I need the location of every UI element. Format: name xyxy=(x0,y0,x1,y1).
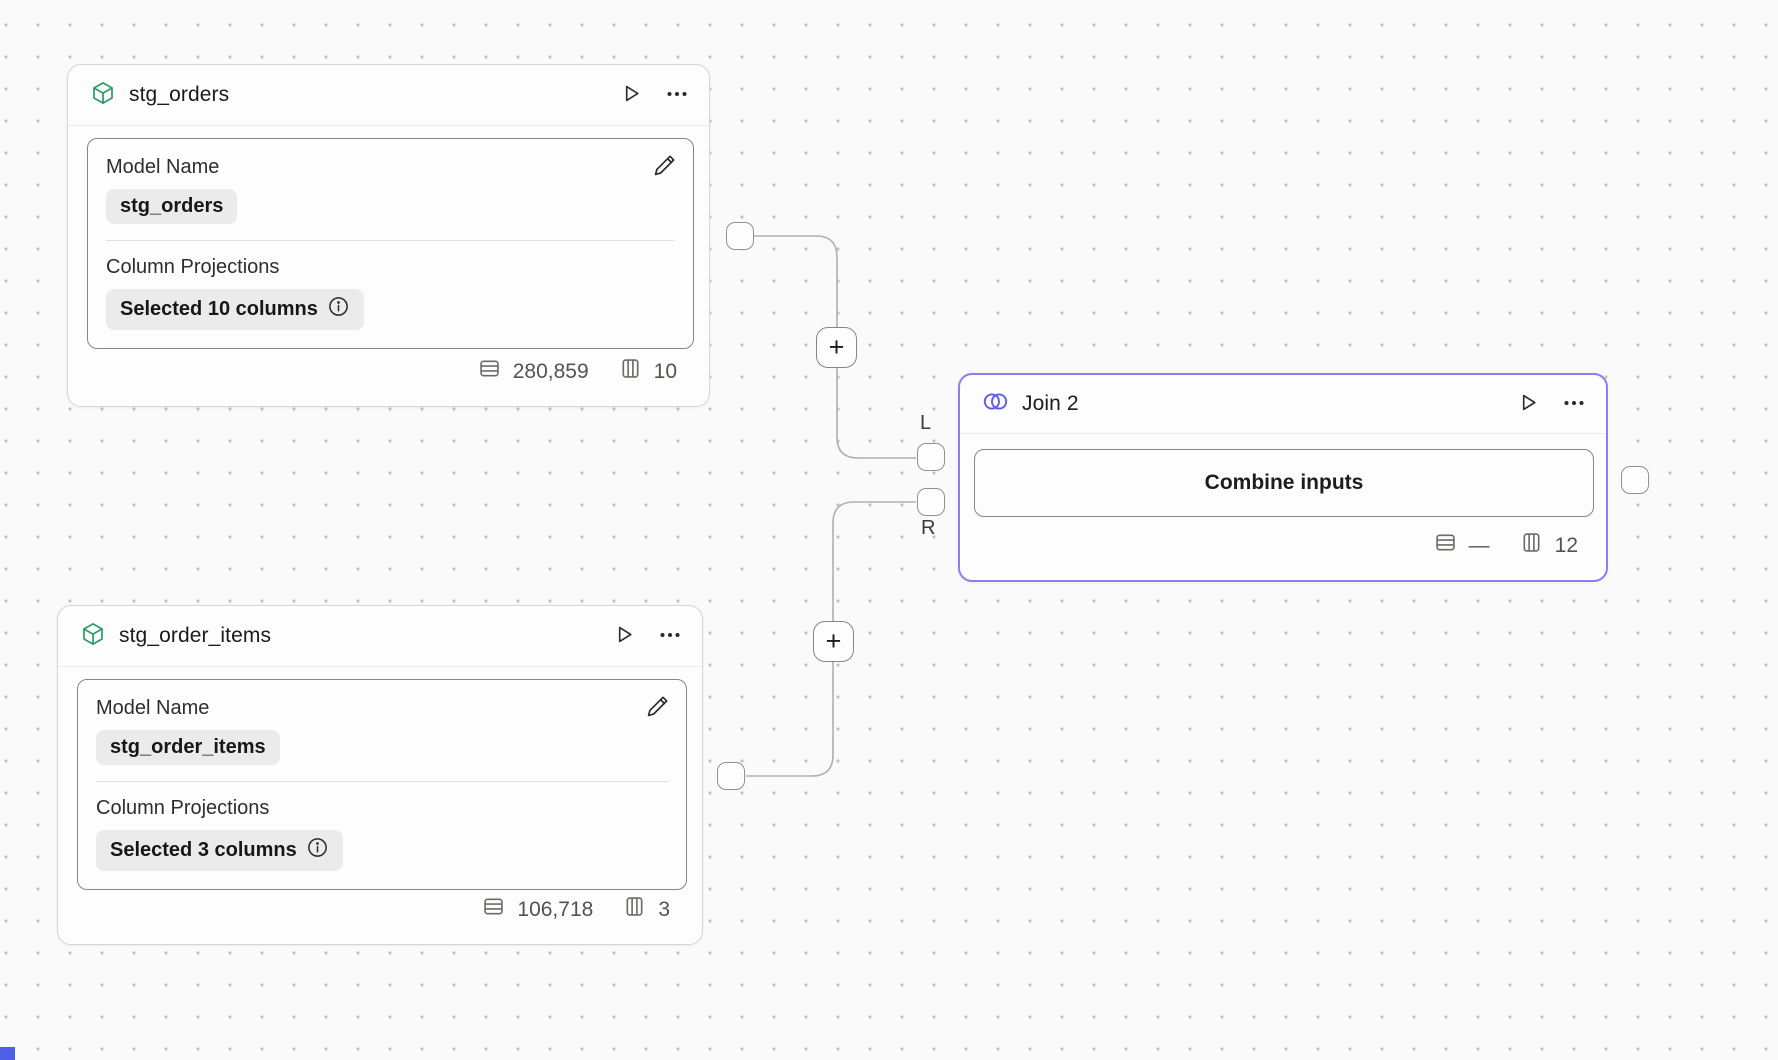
column-count-value: 3 xyxy=(658,897,670,921)
rows-icon xyxy=(478,357,501,386)
row-count-value: — xyxy=(1468,533,1490,557)
column-count-stat: 12 xyxy=(1520,531,1578,560)
row-count-stat: 106,718 xyxy=(482,895,593,924)
plus-icon: + xyxy=(828,332,845,362)
add-step-on-edge-button[interactable]: + xyxy=(813,621,854,662)
cube-icon xyxy=(80,621,106,652)
node-footer: — 12 xyxy=(960,517,1606,580)
pencil-icon xyxy=(652,153,677,181)
columns-icon xyxy=(623,895,646,924)
ellipsis-icon xyxy=(658,623,682,650)
bottom-left-panel-corner xyxy=(0,1047,15,1060)
row-count-value: 106,718 xyxy=(517,897,594,921)
column-count-stat: 10 xyxy=(619,357,677,386)
node-header: Join 2 xyxy=(960,375,1606,434)
column-count-stat: 3 xyxy=(623,895,670,924)
node-config-card: Model Name stg_order_items Column Projec… xyxy=(77,679,687,890)
column-projections-label: Column Projections xyxy=(106,256,280,278)
info-icon[interactable] xyxy=(327,295,350,324)
combine-inputs-button[interactable]: Combine inputs xyxy=(974,449,1594,517)
row-count-stat: 280,859 xyxy=(478,357,589,386)
columns-icon xyxy=(619,357,642,386)
columns-icon xyxy=(1520,531,1543,560)
column-projections-badge[interactable]: Selected 3 columns xyxy=(96,830,343,871)
more-options-button[interactable] xyxy=(665,82,689,109)
node-join-2[interactable]: Join 2 Combine inputs xyxy=(958,373,1608,582)
model-name-label: Model Name xyxy=(96,697,210,719)
info-icon[interactable] xyxy=(306,836,329,865)
ellipsis-icon xyxy=(665,82,689,109)
node-footer: 280,859 10 xyxy=(68,343,709,406)
column-projections-badge[interactable]: Selected 10 columns xyxy=(106,289,364,330)
model-name-value-badge: stg_order_items xyxy=(96,730,280,765)
join-icon xyxy=(982,388,1009,420)
more-options-button[interactable] xyxy=(1562,391,1586,418)
model-name-value-badge: stg_orders xyxy=(106,189,238,224)
join-right-input-port[interactable] xyxy=(917,488,945,516)
rows-icon xyxy=(1434,531,1457,560)
edit-model-name-button[interactable] xyxy=(652,153,677,181)
edit-model-name-button[interactable] xyxy=(645,694,670,722)
plus-icon: + xyxy=(825,626,842,656)
row-count-value: 280,859 xyxy=(512,359,589,383)
column-count-value: 10 xyxy=(653,359,677,383)
output-port-stg-orders[interactable] xyxy=(726,222,754,250)
node-title: stg_order_items xyxy=(119,624,272,647)
left-port-label: L xyxy=(920,412,932,434)
output-port-stg-order-items[interactable] xyxy=(717,762,745,790)
model-name-label: Model Name xyxy=(106,156,220,178)
right-port-label: R xyxy=(921,517,936,539)
divider xyxy=(106,240,675,241)
more-options-button[interactable] xyxy=(658,623,682,650)
run-node-button[interactable] xyxy=(620,82,643,108)
play-icon xyxy=(1517,391,1540,417)
join-output-port[interactable] xyxy=(1621,466,1649,494)
ellipsis-icon xyxy=(1562,391,1586,418)
node-footer: 106,718 3 xyxy=(58,881,702,944)
node-title: Join 2 xyxy=(1022,392,1079,415)
divider xyxy=(96,781,668,782)
node-header: stg_orders xyxy=(68,65,709,126)
node-title: stg_orders xyxy=(129,83,230,106)
play-icon xyxy=(613,623,636,649)
node-config-card: Model Name stg_orders Column Projections… xyxy=(87,138,694,349)
node-stg-orders[interactable]: stg_orders xyxy=(67,64,710,407)
run-node-button[interactable] xyxy=(613,623,636,649)
cube-icon xyxy=(90,80,116,111)
run-node-button[interactable] xyxy=(1517,391,1540,417)
join-left-input-port[interactable] xyxy=(917,443,945,471)
rows-icon xyxy=(482,895,505,924)
row-count-stat: — xyxy=(1434,531,1490,560)
column-count-value: 12 xyxy=(1554,533,1578,557)
column-projections-label: Column Projections xyxy=(96,797,270,819)
pencil-icon xyxy=(645,694,670,722)
add-step-on-edge-button[interactable]: + xyxy=(816,327,857,368)
play-icon xyxy=(620,82,643,108)
node-stg-order-items[interactable]: stg_order_items xyxy=(57,605,703,945)
node-header: stg_order_items xyxy=(58,606,702,667)
